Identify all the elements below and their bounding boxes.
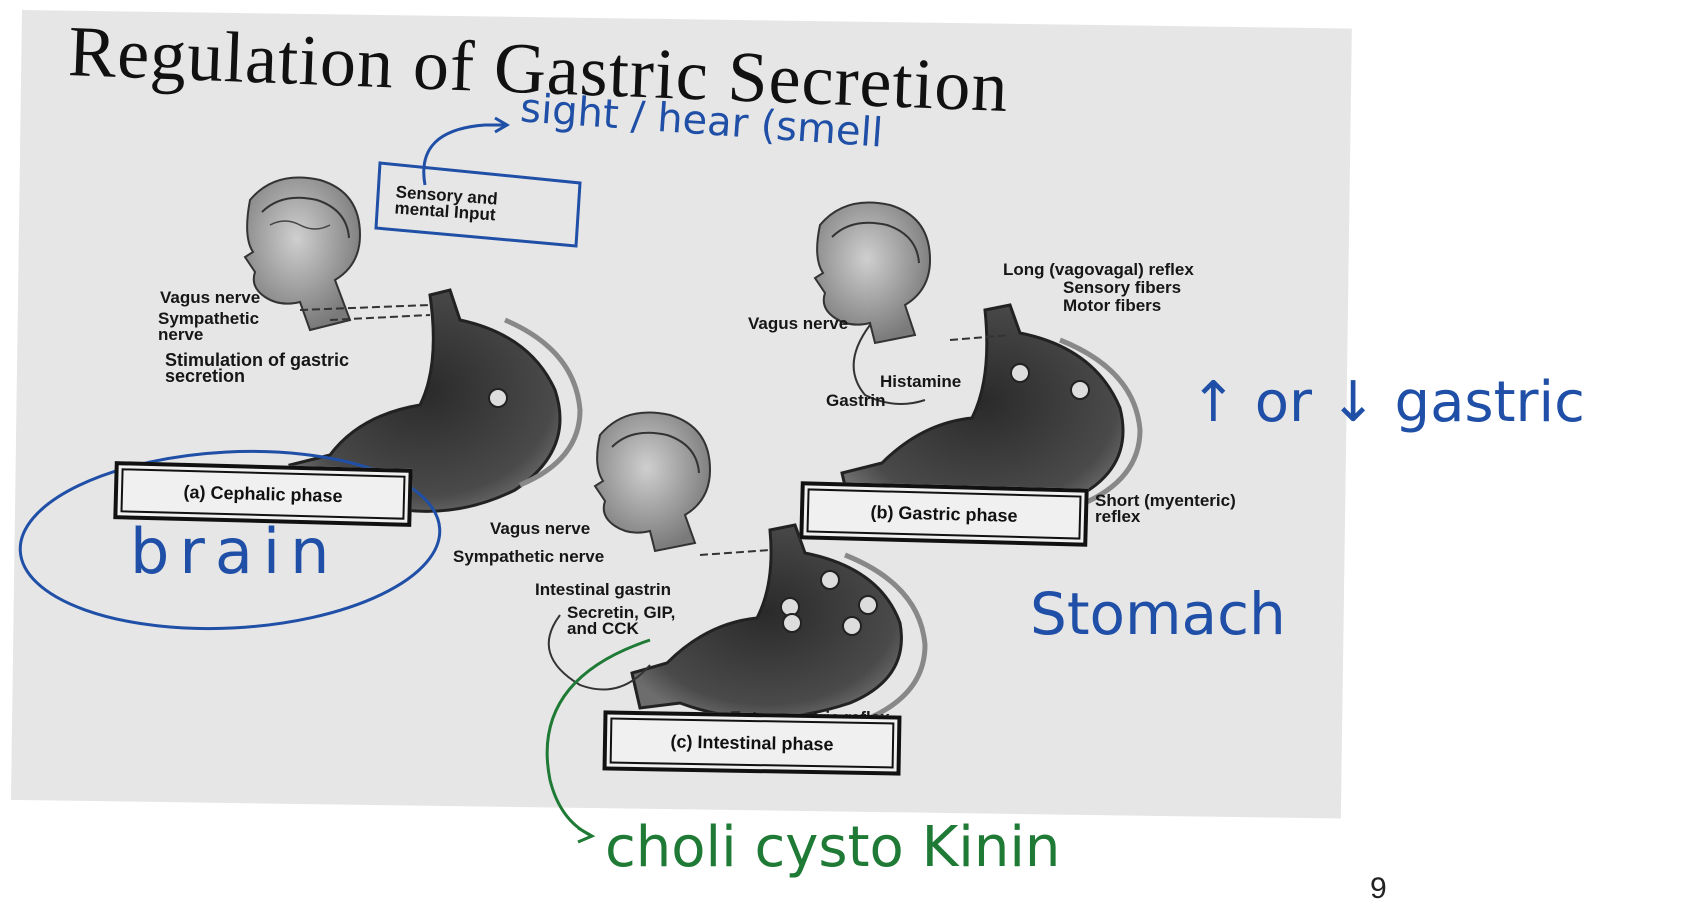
head-c xyxy=(595,413,710,552)
note-cholecystokinin: choli cysto Kinin xyxy=(605,815,1060,880)
label-secretin: Secretin, GIP, and CCK xyxy=(567,605,707,637)
label-gastrin: Gastrin xyxy=(826,393,886,409)
label-long-reflex: Long (vagovagal) reflex xyxy=(1003,262,1194,278)
label-short-reflex: Short (myenteric) reflex xyxy=(1095,493,1245,525)
note-brain: brain xyxy=(130,515,339,588)
phase-gastric-box: (b) Gastric phase xyxy=(799,481,1088,547)
label-sensory-fibers: Sensory fibers xyxy=(1063,280,1181,296)
label-intestinal-gastrin: Intestinal gastrin xyxy=(535,582,671,598)
note-gastric: ↑ or ↓ gastric xyxy=(1190,370,1585,435)
blue-arrow-sight xyxy=(424,125,505,185)
label-sympathetic-a: Sympathetic nerve xyxy=(158,311,308,343)
label-vagus-b: Vagus nerve xyxy=(748,316,848,332)
label-vagus-c: Vagus nerve xyxy=(490,521,590,537)
note-stomach: Stomach xyxy=(1030,580,1286,648)
label-histamine: Histamine xyxy=(880,374,961,390)
label-motor-fibers: Motor fibers xyxy=(1063,298,1161,314)
phase-intestinal-box: (c) Intestinal phase xyxy=(602,710,901,775)
page-number: 9 xyxy=(1370,872,1387,906)
label-sympathetic-c: Sympathetic nerve xyxy=(453,549,604,565)
label-stimulation: Stimulation of gastric secretion xyxy=(165,352,395,384)
label-vagus-a: Vagus nerve xyxy=(160,290,260,306)
head-a xyxy=(245,178,360,331)
